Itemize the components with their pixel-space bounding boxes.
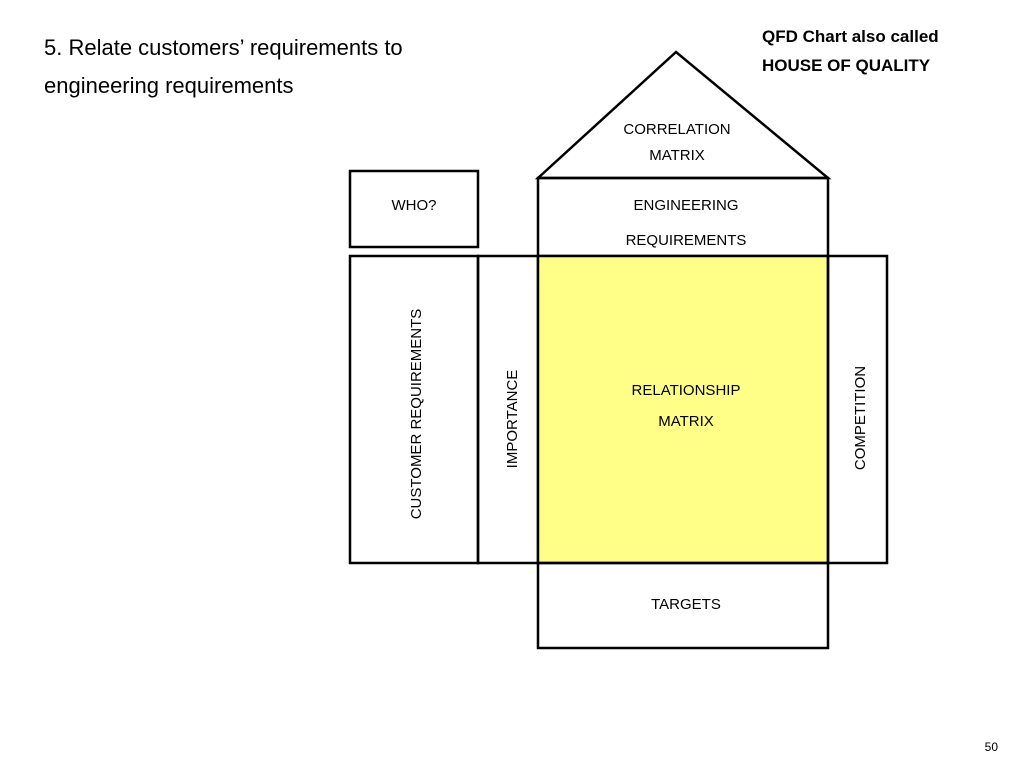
customer-requirements-label: CUSTOMER REQUIREMENTS — [408, 308, 425, 520]
roof-label-line-1: CORRELATION — [623, 121, 731, 138]
targets-label: TARGETS — [651, 596, 721, 613]
relationship-label-line-1: RELATIONSHIP — [631, 382, 741, 399]
targets-box — [536, 561, 830, 650]
who-box — [348, 169, 480, 249]
who-label: WHO? — [391, 197, 437, 214]
engineering-label-line-2: REQUIREMENTS — [625, 232, 747, 249]
roof-label-line-2: MATRIX — [649, 147, 705, 164]
slide-title-line-1: 5. Relate customers’ requirements to — [44, 35, 403, 60]
competition-label: COMPETITION — [852, 365, 869, 471]
engineering-label-line-1: ENGINEERING — [633, 197, 739, 214]
competition-box — [826, 254, 889, 565]
qfd-note-line-2: HOUSE OF QUALITY — [762, 56, 931, 75]
importance-label: IMPORTANCE — [504, 369, 521, 469]
relationship-label-line-2: MATRIX — [658, 413, 714, 430]
relationship-matrix-box — [536, 254, 830, 565]
qfd-note-line-1: QFD Chart also called — [762, 27, 939, 46]
page-number: 50 — [984, 740, 998, 754]
slide-title-line-2: engineering requirements — [44, 73, 294, 98]
